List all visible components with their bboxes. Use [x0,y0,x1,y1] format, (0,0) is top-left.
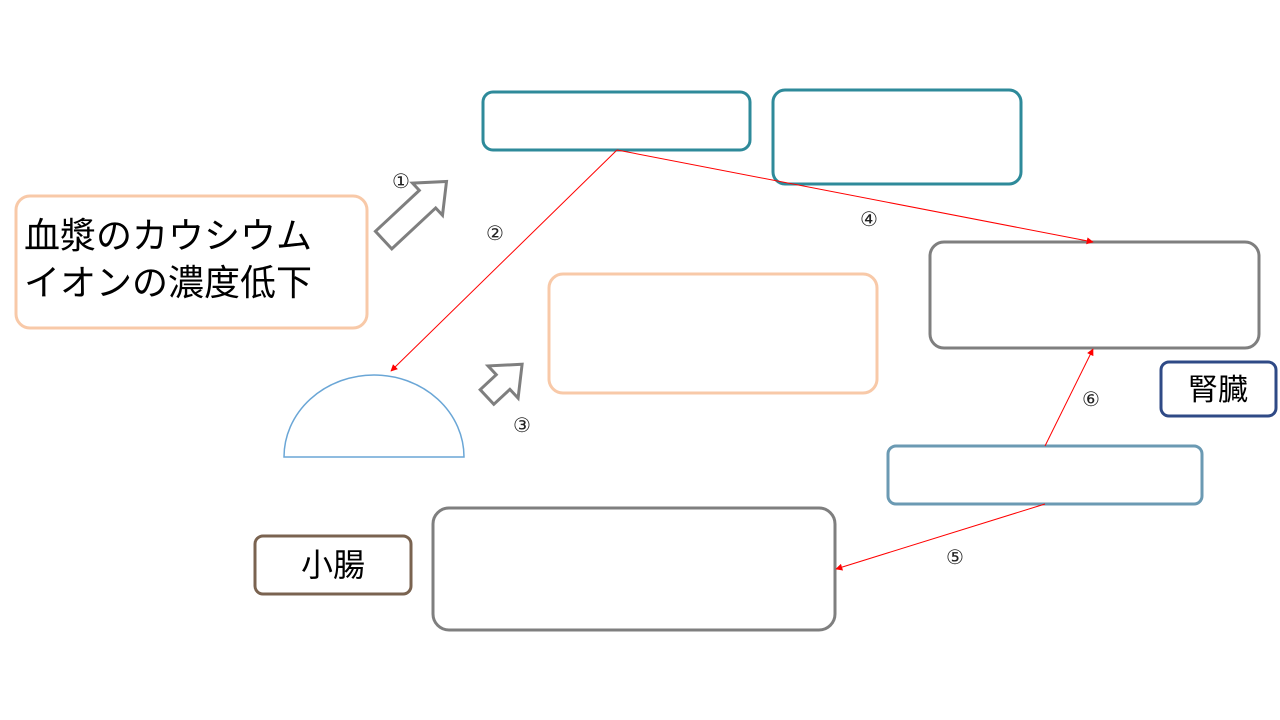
small-intestine-box [431,506,837,632]
plasma-calcium-box [14,194,369,330]
top-center-box [481,90,752,152]
red-arrow-2 [390,149,618,372]
step-number-5: ⑤ [946,545,964,569]
block-arrow-1 [373,179,449,251]
step-number-6: ⑥ [1082,387,1100,411]
small-intestine-label-box [253,534,413,596]
plasma-calcium-line1: 血漿のカウシウム [24,216,312,257]
kidney-label: 腎臓 [1188,373,1248,408]
step-number-2: ② [486,221,504,245]
kidney-label-box [1159,360,1278,418]
plasma-calcium-line2: イオンの濃度低下 [24,263,312,304]
step-number-4: ④ [860,207,878,231]
step-number-1: ① [392,169,410,193]
small-intestine-label: 小腸 [301,546,365,584]
kidney-box [928,240,1261,350]
middle-peach-box [547,272,879,395]
red-arrow-4 [616,149,1094,245]
top-right-box [771,88,1023,186]
red-arrow-6 [1044,348,1094,447]
half-circle-shape [283,374,465,458]
red-arrow-5 [835,503,1046,571]
block-arrow-3 [478,362,524,407]
lower-right-box [886,444,1204,506]
step-number-3: ③ [513,413,531,437]
